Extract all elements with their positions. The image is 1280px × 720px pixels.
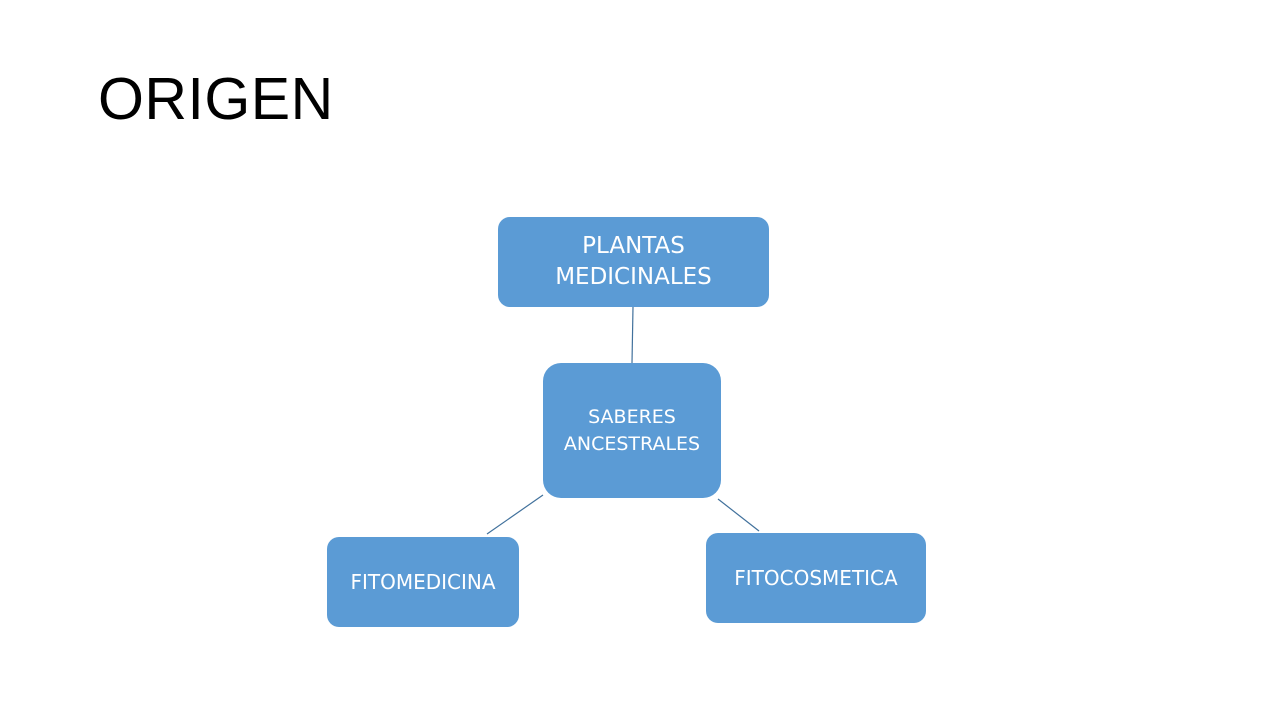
node-fitocosmetica-label: FITOCOSMETICA [734,566,898,590]
node-fitocosmetica: FITOCOSMETICA [706,533,926,623]
node-plantas-medicinales: PLANTAS MEDICINALES [498,217,769,307]
connector-plantas-saberes [631,306,634,364]
node-saberes-ancestrales: SABERES ANCESTRALES [543,363,721,498]
node-fitomedicina: FITOMEDICINA [327,537,519,627]
node-plantas-label: PLANTAS MEDICINALES [555,232,712,290]
node-fitomedicina-label: FITOMEDICINA [350,570,496,594]
node-saberes-label: SABERES ANCESTRALES [563,405,701,455]
connector-saberes-fitomedicina [486,494,544,535]
slide-title: ORIGEN [98,66,334,132]
connector-saberes-fitocosmetica [717,498,760,532]
